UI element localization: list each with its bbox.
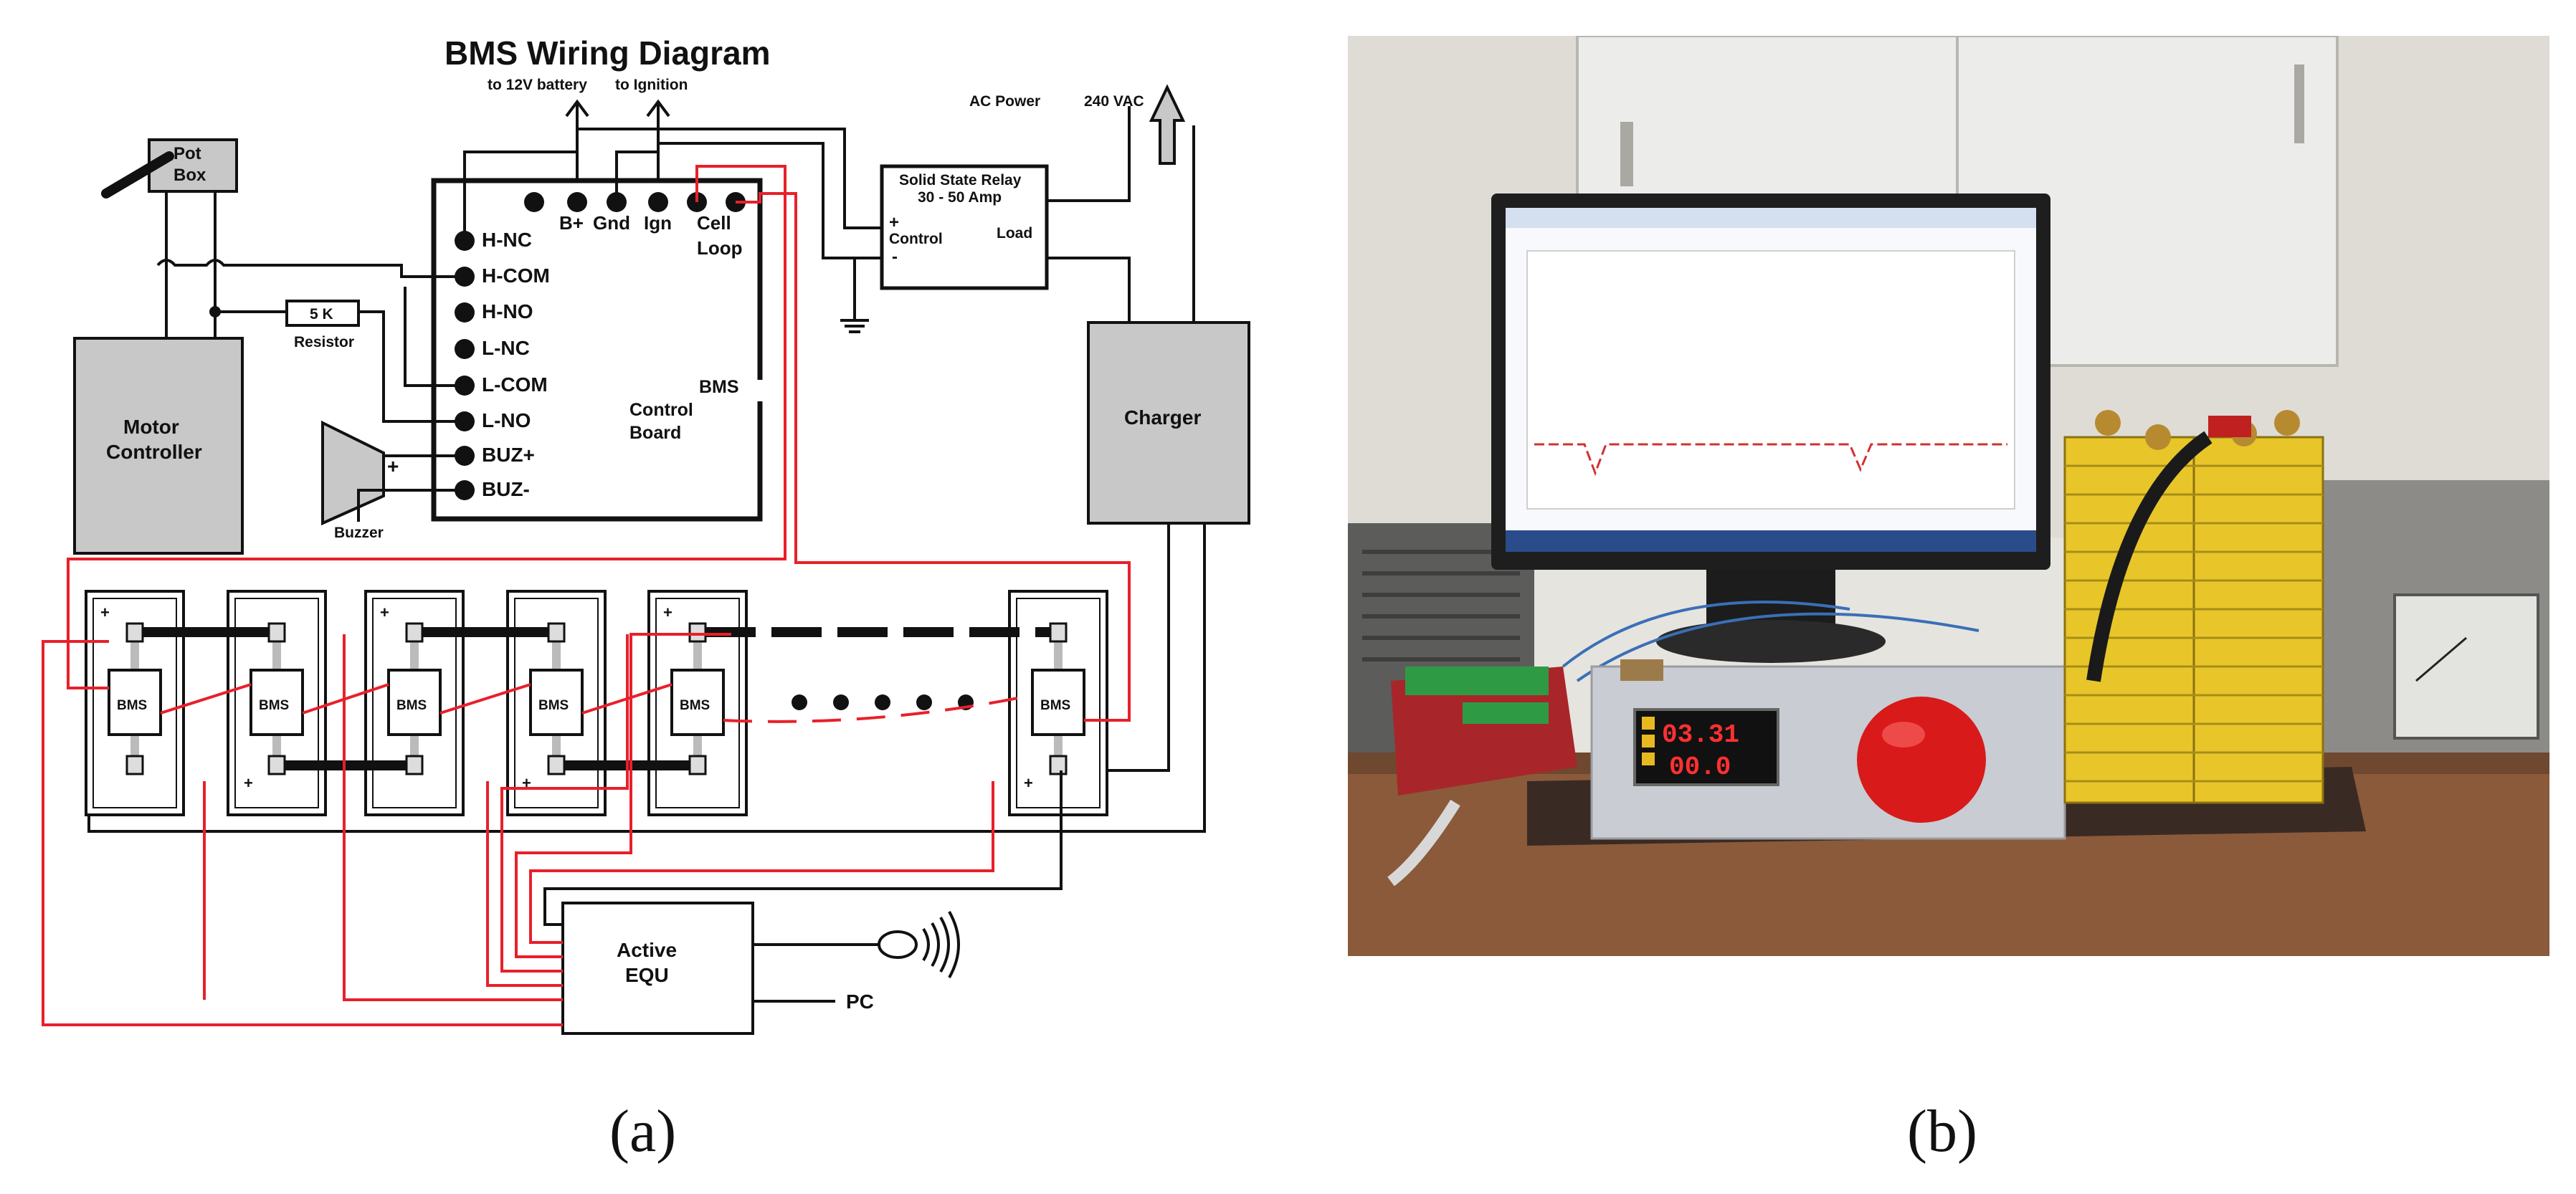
relay-minus: - — [892, 247, 898, 267]
pot-box-label-line1: Pot — [174, 144, 201, 163]
cell-1-plus: + — [100, 603, 110, 621]
display-reading-line2: 00.0 — [1669, 753, 1731, 782]
wireless-signal-icon — [753, 911, 960, 978]
cell-loop-label-line2: Loop — [697, 237, 743, 259]
pot-box — [148, 138, 238, 193]
active-equ-label-line1: Active — [617, 939, 677, 961]
pin-l-nc: L-NC — [482, 337, 530, 359]
pin-h-no: H-NO — [482, 300, 533, 323]
motor-controller-label-line2: Controller — [106, 441, 202, 463]
pin-gnd: Gnd — [593, 212, 630, 234]
cell-2-plus: + — [244, 774, 253, 792]
solid-state-relay — [880, 164, 1049, 290]
cell-5: BMS + — [647, 590, 748, 816]
cell-4: BMS + — [506, 590, 607, 816]
buzzer-label: Buzzer — [334, 525, 384, 541]
caption-a: (a) — [609, 1098, 677, 1165]
resistor-label: Resistor — [294, 334, 354, 350]
bms-module-label-5: BMS — [680, 698, 710, 713]
bms-module-label-4: BMS — [538, 698, 569, 713]
cell-n-plus: + — [1024, 774, 1033, 792]
relay-control-label: Control — [889, 231, 943, 247]
pin-h-nc: H-NC — [482, 229, 532, 251]
label-240-vac: 240 VAC — [1084, 93, 1144, 110]
pc-label: PC — [846, 990, 874, 1013]
cell-loop-label-line1: Cell — [697, 212, 731, 234]
relay-load-label: Load — [997, 225, 1032, 242]
pin-l-no: L-NO — [482, 409, 531, 431]
pin-l-com: L-COM — [482, 373, 548, 396]
board-label-line1: BMS — [699, 377, 739, 397]
pin-buz-minus: BUZ- — [482, 478, 530, 500]
active-equ — [561, 902, 754, 1035]
charger-label: Charger — [1124, 406, 1201, 429]
active-equ-label-line2: EQU — [625, 964, 669, 986]
continuation-dots — [792, 694, 974, 710]
buzzer-plus: + — [387, 455, 399, 477]
diagram-title: BMS Wiring Diagram — [445, 34, 771, 72]
bms-wiring-diagram: BMS Wiring Diagram to 12V battery to Ign… — [42, 34, 1250, 1035]
equ-black-connectors — [543, 770, 1063, 926]
display-reading-line1: 03.31 — [1662, 720, 1739, 750]
motor-controller — [73, 337, 244, 555]
ac-power-arrow-icon — [1149, 84, 1186, 165]
buzzer-icon — [321, 420, 385, 526]
resistor-value: 5 K — [310, 306, 333, 323]
cell-3: BMS + — [364, 590, 465, 816]
label-to-12v-battery: to 12V battery — [488, 77, 587, 93]
caption-b: (b) — [1907, 1098, 1977, 1165]
board-label-line2: Control — [629, 400, 693, 420]
cell-n: BMS + — [1008, 590, 1108, 816]
relay-plus: + — [889, 213, 899, 232]
motor-controller-label-line1: Motor — [123, 416, 179, 438]
red-wiring — [42, 165, 1131, 1026]
relay-label-line2: 30 - 50 Amp — [918, 189, 1002, 206]
pot-box-label-line2: Box — [174, 166, 206, 185]
cell-3-plus: + — [380, 603, 389, 621]
voltage-display — [1633, 708, 1779, 786]
cell-5-plus: + — [663, 603, 672, 621]
test-bench-photo: 03.31 00.0 — [1348, 36, 2549, 956]
pin-h-com: H-COM — [482, 264, 550, 287]
board-label-line3: Board — [629, 423, 681, 443]
label-to-ignition: to Ignition — [615, 77, 688, 93]
label-ac-power: AC Power — [969, 93, 1040, 110]
charger — [1087, 321, 1250, 525]
pin-ign: Ign — [644, 212, 672, 234]
monitor-trace-icon — [1534, 443, 2007, 477]
pin-buz-plus: BUZ+ — [482, 444, 535, 466]
cell-2: BMS + — [227, 590, 327, 816]
cell-1: BMS + — [85, 590, 185, 816]
pin-b-plus: B+ — [559, 212, 584, 234]
battery-cells: BMS + BMS + BMS + — [85, 590, 1108, 816]
emergency-stop-button — [1857, 697, 1986, 823]
bms-module-label-3: BMS — [396, 698, 427, 713]
bms-module-label-1: BMS — [117, 698, 147, 713]
pot-lever-icon — [101, 151, 174, 199]
bms-control-board — [431, 178, 763, 522]
bms-module-label-2: BMS — [259, 698, 289, 713]
bms-module-label-n: BMS — [1040, 698, 1070, 713]
relay-label-line1: Solid State Relay — [899, 172, 1022, 188]
